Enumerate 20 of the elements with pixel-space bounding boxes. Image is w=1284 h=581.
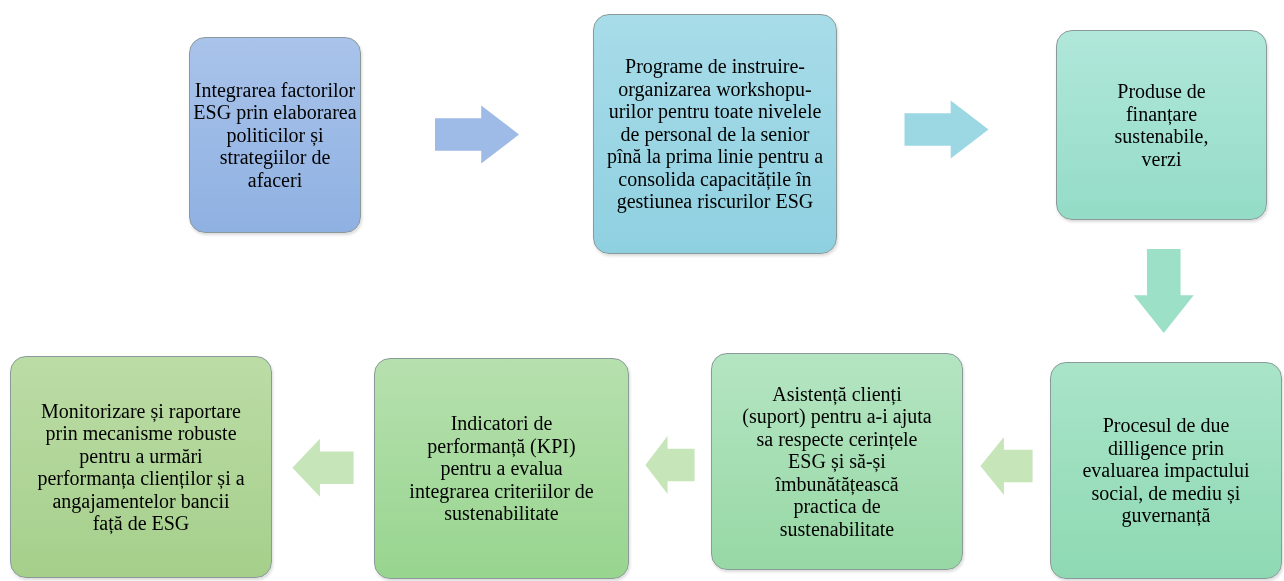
process-box bbox=[1050, 362, 1282, 579]
box-text: Monitorizare și raportare prin mecanisme robuste pentru a urmări performanța clienților și a angajamentelor bancii față de ESG bbox=[37, 399, 245, 535]
box-text: Produse de finanțare sustenabile, verzi bbox=[1113, 80, 1210, 170]
process-box bbox=[711, 353, 963, 570]
box-text: Indicatori de performanță (KPI) pentru a evalua integrarea criteriilor de sustenabilitate bbox=[409, 412, 594, 525]
block-arrow bbox=[645, 436, 695, 494]
box-text: Programe de instruire-organizarea workshopu-urilor pentru toate nivelele de personal de la senior pînă la prima linie pentru a consolida capacitățile în gestiunea riscurilor ESG bbox=[606, 55, 824, 213]
process-box bbox=[10, 356, 272, 578]
process-box bbox=[1056, 30, 1267, 220]
process-box bbox=[189, 37, 361, 233]
process-box bbox=[593, 14, 837, 254]
block-arrow bbox=[904, 100, 989, 159]
block-arrow bbox=[435, 105, 519, 164]
box-text: Integrarea factorilor ESG prin elaborarea politicilor și strategiilor de afaceri bbox=[192, 78, 358, 192]
box-text: Asistență clienți (suport) pentru a-i ajuta sa respecte cerințele ESG și să-și îmbunătățească practica de sustenabilitate bbox=[742, 382, 932, 541]
box-text: Procesul de due dilligence prin evaluarea impactului social, de mediu și guvernanță bbox=[1081, 414, 1251, 527]
process-box bbox=[374, 358, 629, 579]
block-arrow bbox=[1133, 249, 1194, 333]
block-arrow bbox=[980, 437, 1033, 495]
block-arrow bbox=[292, 438, 354, 497]
